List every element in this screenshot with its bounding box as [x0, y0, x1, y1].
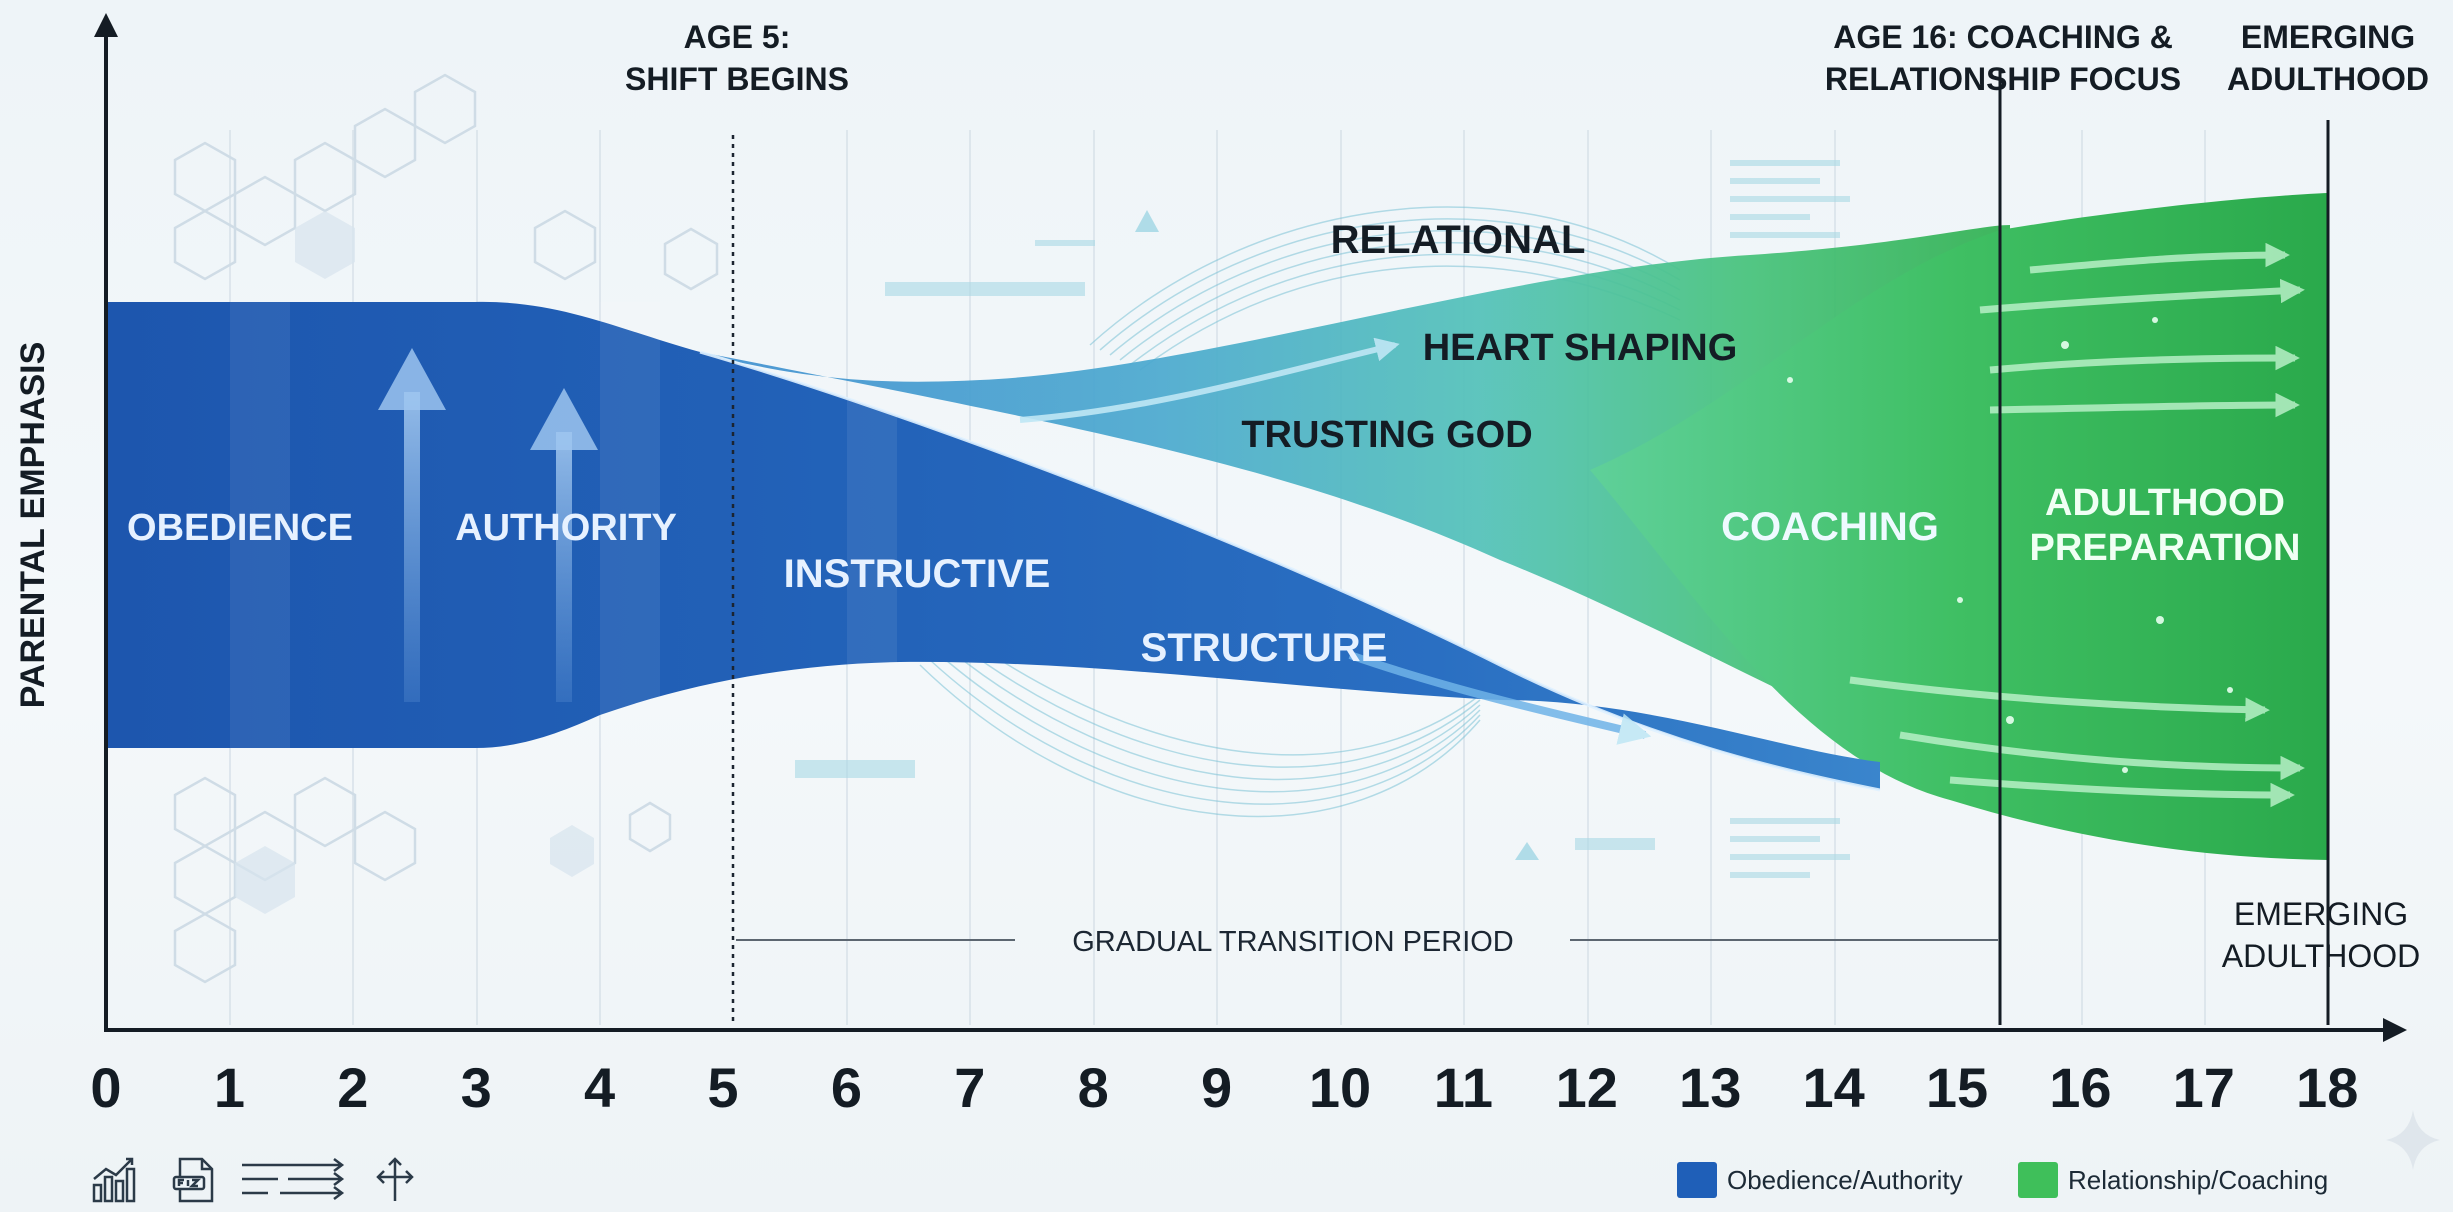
x-tick-label: 0: [90, 1056, 121, 1119]
y-axis-label: PARENTAL EMPHASIS: [14, 342, 52, 708]
x-tick-label: 12: [1556, 1056, 1618, 1119]
legend-swatch-blue: [1677, 1162, 1717, 1198]
age5-label-line2: SHIFT BEGINS: [625, 61, 849, 97]
legend-item-relationship: Relationship/Coaching: [2018, 1162, 2328, 1198]
label-instructive: INSTRUCTIVE: [784, 552, 1051, 596]
legend-item-obedience: Obedience/Authority: [1677, 1162, 1963, 1198]
x-tick-label: 8: [1078, 1056, 1109, 1119]
label-authority: AUTHORITY: [455, 507, 677, 549]
document-icon[interactable]: [170, 1155, 220, 1205]
emerging-bottom-line1: EMERGING: [2234, 896, 2408, 932]
label-trusting-god: TRUSTING GOD: [1241, 414, 1532, 456]
label-obedience: OBEDIENCE: [127, 507, 353, 549]
heart-shaping-arrow: [1019, 337, 1400, 423]
x-tick-label: 11: [1434, 1056, 1493, 1119]
label-relational: RELATIONAL: [1331, 218, 1586, 262]
x-tick-label: 5: [707, 1056, 738, 1119]
decorative-hexagons-filled: [235, 211, 594, 914]
x-tick-label: 6: [831, 1056, 862, 1119]
band-highlights: [230, 302, 897, 748]
age16-label-line2: RELATIONSHIP FOCUS: [1825, 61, 2181, 97]
label-adulthood-prep-line2: PREPARATION: [2030, 527, 2301, 569]
sparkle-icon: [2386, 1110, 2440, 1170]
label-adulthood-prep-line1: ADULTHOOD: [2045, 482, 2285, 524]
bar-chart-icon[interactable]: [88, 1155, 138, 1205]
relational-band: [690, 225, 2010, 780]
flow-lines-icon[interactable]: [238, 1155, 350, 1205]
green-sparkles: [1787, 317, 2233, 773]
structure-arrow: [1348, 651, 1652, 745]
x-tick-label: 17: [2173, 1056, 2235, 1119]
emerging-top-line2: ADULTHOOD: [2227, 61, 2429, 97]
age16-label-line1: AGE 16: COACHING &: [1833, 19, 2173, 55]
x-tick-label: 18: [2296, 1056, 2358, 1119]
x-tick-label: 13: [1679, 1056, 1741, 1119]
authority-up-arrows: [378, 348, 598, 702]
x-tick-label: 2: [337, 1056, 368, 1119]
emerging-top-line1: EMERGING: [2241, 19, 2415, 55]
transition-label: GRADUAL TRANSITION PERIOD: [1072, 926, 1514, 958]
decorative-bars: [795, 160, 1850, 878]
x-tick-label: 3: [461, 1056, 492, 1119]
emerging-bottom-line2: ADULTHOOD: [2222, 938, 2421, 974]
x-tick-label: 10: [1309, 1056, 1371, 1119]
legend-label-relationship: Relationship/Coaching: [2068, 1164, 2329, 1195]
x-tick-label: 14: [1802, 1056, 1864, 1119]
x-tick-label: 1: [214, 1056, 245, 1119]
legend-swatch-green: [2018, 1162, 2058, 1198]
band-seam: [699, 350, 1881, 792]
legend-label-obedience: Obedience/Authority: [1727, 1164, 1963, 1195]
label-heart-shaping: HEART SHAPING: [1423, 327, 1738, 369]
branch-arrows-icon[interactable]: [370, 1155, 420, 1205]
label-coaching: COACHING: [1721, 505, 1939, 549]
label-structure: STRUCTURE: [1141, 626, 1388, 670]
x-tick-label: 16: [2049, 1056, 2111, 1119]
x-tick-label: 9: [1201, 1056, 1232, 1119]
age5-label-line1: AGE 5:: [684, 19, 791, 55]
x-tick-label: 15: [1926, 1056, 1988, 1119]
x-tick-label: 7: [954, 1056, 985, 1119]
flow-lines-lower: [919, 639, 1481, 818]
x-tick-label: 4: [584, 1056, 615, 1119]
